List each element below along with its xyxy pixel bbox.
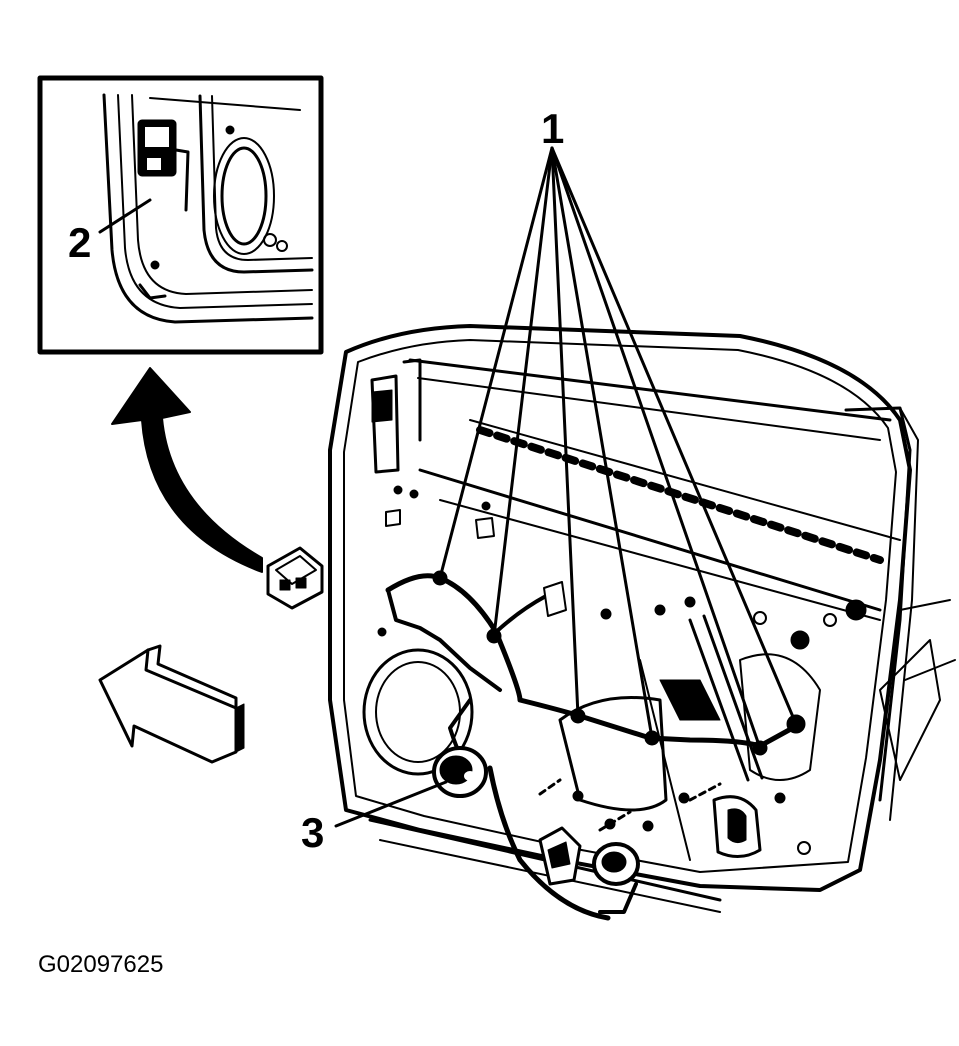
callout-2-leader (98, 198, 152, 234)
inset-frame (37, 75, 324, 355)
inset-speaker-opening (220, 146, 268, 246)
door-inner-panel (328, 324, 956, 913)
detail-curved-arrow (111, 367, 263, 573)
callout-label-2: 2 (68, 219, 92, 266)
inset-connector (137, 119, 190, 212)
speaker-opening (362, 648, 474, 776)
inset-detail-view (37, 75, 324, 355)
front-direction-arrow (98, 644, 245, 764)
callout-1-leaders (438, 146, 798, 750)
callout-label-1: 1 (541, 105, 565, 152)
callout-3-leader (334, 780, 448, 828)
callout-label-3: 3 (301, 809, 325, 856)
figure-id: G02097625 (38, 951, 164, 978)
harness-grommet (432, 746, 488, 798)
lower-connectors (538, 826, 640, 886)
harness-connector (266, 546, 324, 610)
